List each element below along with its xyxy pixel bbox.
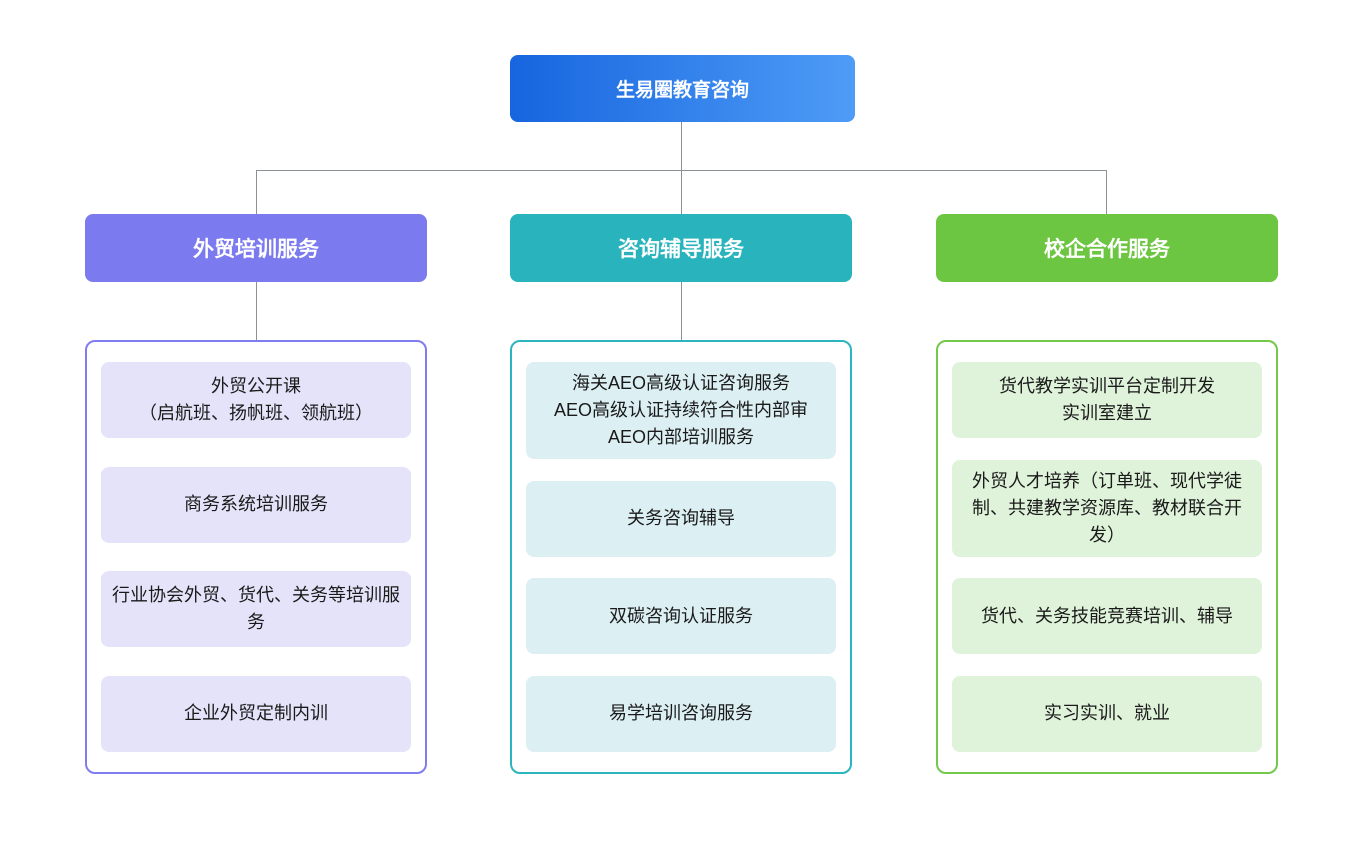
connector-line [256, 170, 257, 214]
root-node-label: 生易圈教育咨询 [615, 80, 749, 101]
org-item: 易学培训咨询服务 [526, 675, 836, 752]
org-item: 关务咨询辅导 [526, 480, 836, 557]
connector-line [681, 170, 682, 214]
branch-header-foreign-trade-training: 外贸培训服务 [85, 214, 427, 282]
connector-line [681, 122, 682, 170]
branch-header-school-enterprise: 校企合作服务 [936, 214, 1278, 282]
connector-line [681, 282, 682, 340]
org-item: 外贸公开课 （启航班、扬帆班、领航班） [101, 362, 411, 438]
branch-header-consulting-coaching: 咨询辅导服务 [510, 214, 852, 282]
org-item: 货代、关务技能竞赛培训、辅导 [952, 578, 1262, 655]
connector-line [1106, 170, 1107, 214]
branch-container-school-enterprise: 货代教学实训平台定制开发 实训室建立 外贸人才培养（订单班、现代学徒制、共建教学… [936, 340, 1278, 774]
branch-header-label: 外贸培训服务 [193, 238, 319, 261]
org-item: 双碳咨询认证服务 [526, 578, 836, 655]
org-item: 商务系统培训服务 [101, 466, 411, 543]
org-item: 行业协会外贸、货代、关务等培训服务 [101, 571, 411, 648]
org-item: 货代教学实训平台定制开发 实训室建立 [952, 362, 1262, 438]
org-item: 实习实训、就业 [952, 675, 1262, 752]
root-node: 生易圈教育咨询 [510, 55, 855, 122]
branch-container-consulting-coaching: 海关AEO高级认证咨询服务 AEO高级认证持续符合性内部审 AEO内部培训服务 … [510, 340, 852, 774]
branch-header-label: 咨询辅导服务 [618, 238, 744, 261]
connector-line [256, 282, 257, 340]
branch-container-foreign-trade-training: 外贸公开课 （启航班、扬帆班、领航班） 商务系统培训服务 行业协会外贸、货代、关… [85, 340, 427, 774]
branch-header-label: 校企合作服务 [1044, 238, 1170, 261]
org-item: 企业外贸定制内训 [101, 675, 411, 752]
org-item: 外贸人才培养（订单班、现代学徒制、共建教学资源库、教材联合开发） [952, 459, 1262, 557]
org-item: 海关AEO高级认证咨询服务 AEO高级认证持续符合性内部审 AEO内部培训服务 [526, 362, 836, 459]
